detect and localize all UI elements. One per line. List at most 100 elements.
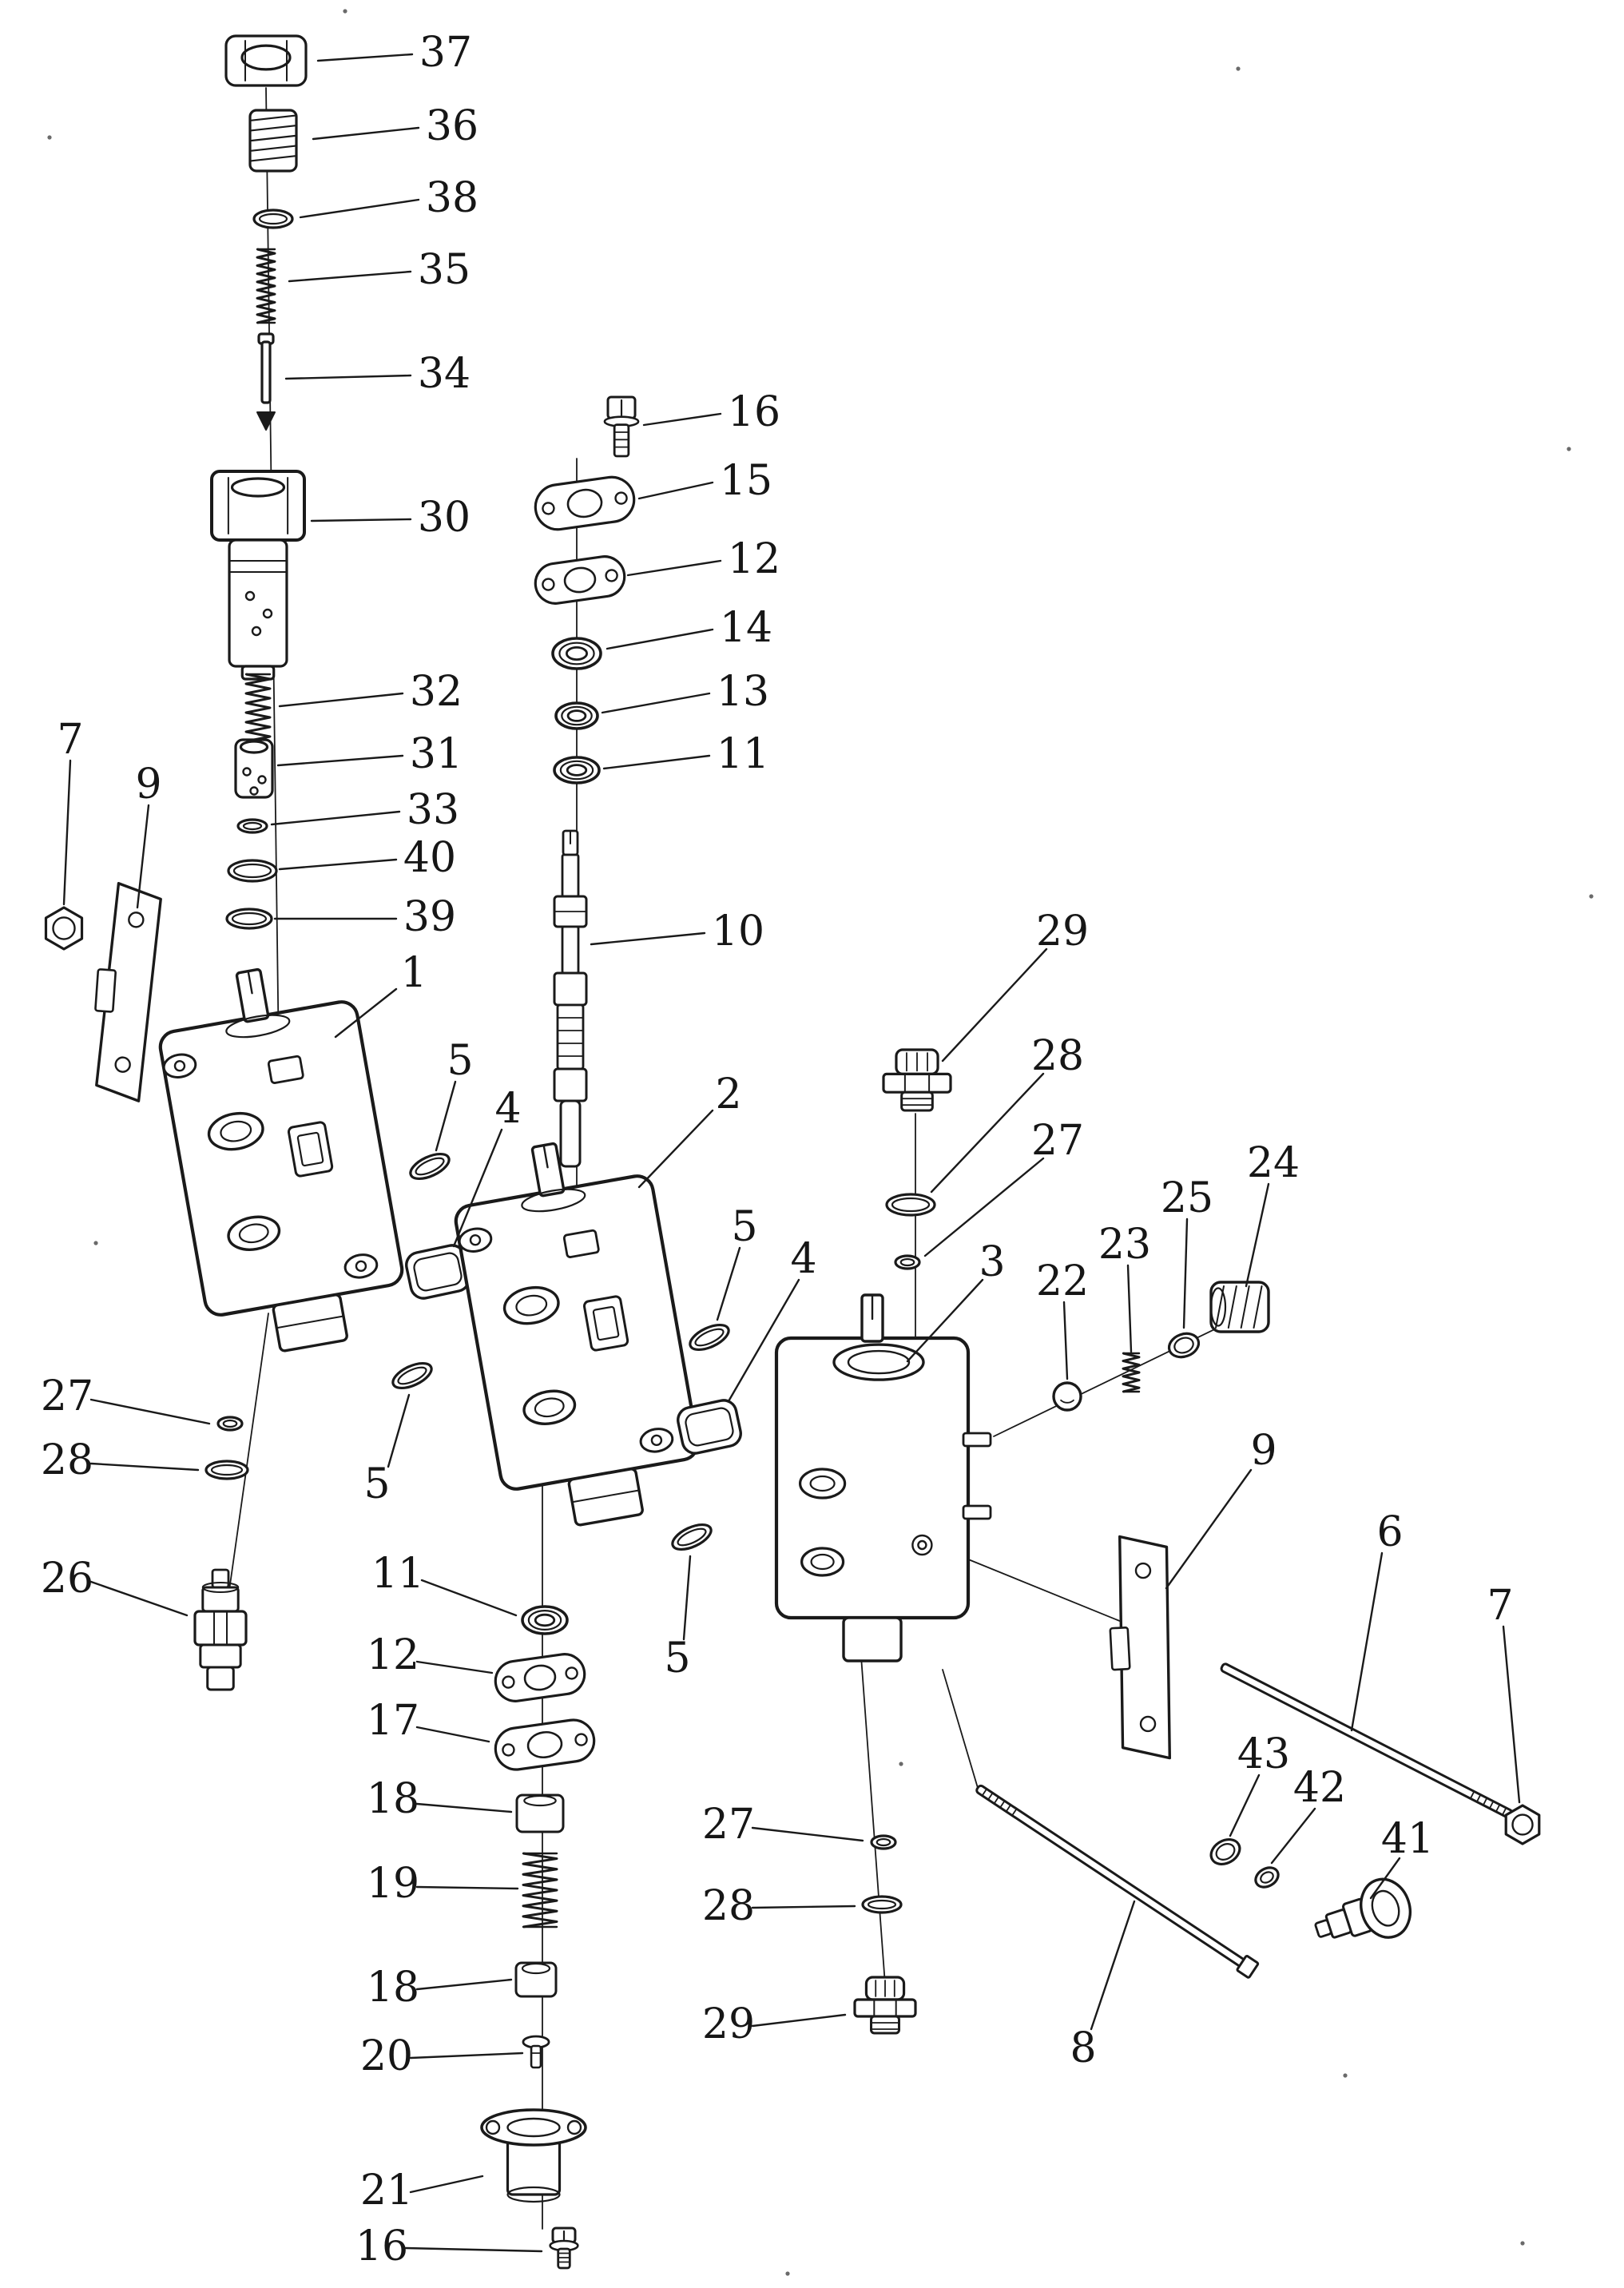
callout-leader-5-26 bbox=[387, 1393, 411, 1468]
ball-22 bbox=[1052, 1381, 1082, 1412]
rod-8 bbox=[975, 1784, 1260, 1979]
seal-4-b bbox=[677, 1399, 742, 1455]
parts-layer bbox=[44, 34, 1541, 2270]
plate-17 bbox=[494, 1718, 596, 1771]
part-number-label: 28 bbox=[41, 1436, 93, 1484]
part-number-label: 32 bbox=[410, 668, 463, 716]
callout-leader-5-24 bbox=[716, 1246, 741, 1321]
part-number-label: 7 bbox=[57, 716, 83, 764]
valve-body-1 bbox=[158, 967, 404, 1353]
part-number-label: 41 bbox=[1381, 1815, 1434, 1863]
callout-leader-13-18 bbox=[601, 692, 711, 714]
callout-leader-25-34 bbox=[1182, 1217, 1189, 1329]
part-number-label: 35 bbox=[418, 246, 471, 294]
callout-leader-27-39 bbox=[89, 1398, 211, 1425]
part-number-label: 2 bbox=[715, 1071, 741, 1118]
part-number-label: 43 bbox=[1237, 1730, 1290, 1778]
callout-leader-3-31 bbox=[906, 1278, 984, 1363]
callout-leader-11-42 bbox=[420, 1579, 518, 1617]
part-number-label: 24 bbox=[1247, 1139, 1300, 1187]
callout-leader-41-57 bbox=[1369, 1857, 1401, 1900]
bracket-9-right bbox=[1109, 1535, 1171, 1760]
callout-leader-26-41 bbox=[89, 1580, 189, 1617]
callout-leader-4-25 bbox=[727, 1278, 800, 1403]
oring-28-left bbox=[204, 1460, 249, 1480]
callout-leader-5-21 bbox=[435, 1080, 457, 1152]
part-number-label: 25 bbox=[1161, 1174, 1213, 1222]
callout-leader-43-55 bbox=[1229, 1774, 1261, 1837]
oring-27-bot bbox=[870, 1834, 897, 1850]
callout-leader-12-43 bbox=[415, 1660, 494, 1674]
part-number-label: 18 bbox=[367, 1964, 419, 2012]
callout-leader-19-46 bbox=[415, 1885, 519, 1890]
part-number-label: 4 bbox=[790, 1235, 816, 1283]
bolt-16-top bbox=[603, 395, 640, 458]
seal-14 bbox=[551, 637, 602, 670]
valve-26 bbox=[193, 1568, 248, 1691]
oring-40 bbox=[227, 859, 278, 883]
oring-28-a bbox=[885, 1193, 936, 1217]
seal-11-low bbox=[521, 1605, 569, 1635]
photocopy-speck bbox=[93, 1241, 98, 1245]
callout-leader-33-8 bbox=[270, 810, 401, 826]
part-number-label: 27 bbox=[41, 1372, 93, 1420]
photocopy-speck bbox=[343, 9, 347, 14]
oring-5-d bbox=[671, 1523, 713, 1551]
part-number-label: 38 bbox=[426, 174, 478, 222]
part-number-label: 17 bbox=[367, 1697, 419, 1745]
callout-leader-30-5 bbox=[310, 518, 412, 522]
part-number-label: 12 bbox=[728, 535, 780, 583]
part-number-label: 6 bbox=[1376, 1508, 1403, 1556]
photocopy-speck bbox=[899, 1762, 903, 1766]
callout-leader-2-23 bbox=[637, 1109, 714, 1189]
valve-body-3 bbox=[774, 1293, 992, 1662]
valve-body-2 bbox=[454, 1142, 700, 1527]
plate-12-top bbox=[534, 555, 626, 605]
callout-leader-6-37 bbox=[1350, 1551, 1384, 1732]
part-number-label: 33 bbox=[407, 786, 459, 834]
spring-23 bbox=[1122, 1352, 1141, 1393]
part-number-label: 23 bbox=[1098, 1221, 1151, 1269]
callout-leader-20-48 bbox=[409, 2052, 524, 2060]
callout-leader-7-11 bbox=[62, 759, 72, 906]
ring-13 bbox=[554, 701, 599, 730]
ring-11-top bbox=[553, 756, 601, 785]
callout-leader-9-36 bbox=[1165, 1468, 1253, 1590]
part-number-label: 30 bbox=[418, 494, 471, 542]
bolt-16-low bbox=[549, 2226, 579, 2270]
callout-leader-9-12 bbox=[136, 804, 150, 909]
callout-leader-24-35 bbox=[1245, 1182, 1270, 1288]
part-number-label: 8 bbox=[1070, 2024, 1096, 2072]
photocopy-speck bbox=[1589, 894, 1594, 899]
part-number-label: 20 bbox=[360, 2032, 413, 2080]
callout-leader-28-40 bbox=[89, 1462, 200, 1472]
plug-29-top bbox=[882, 1048, 952, 1112]
pin-34 bbox=[256, 332, 276, 431]
callout-leader-16-14 bbox=[642, 412, 722, 427]
part-number-label: 12 bbox=[367, 1631, 419, 1679]
oring-27-left bbox=[216, 1416, 244, 1432]
photocopy-speck bbox=[1520, 2241, 1525, 2246]
callout-leader-7-38 bbox=[1502, 1625, 1521, 1804]
callout-leader-22-32 bbox=[1062, 1301, 1069, 1380]
part-number-label: 5 bbox=[363, 1460, 390, 1508]
part-number-label: 5 bbox=[664, 1635, 690, 1682]
part-number-label: 4 bbox=[494, 1085, 521, 1133]
part-number-label: 15 bbox=[720, 457, 772, 505]
cartridge-30 bbox=[210, 470, 306, 681]
nut-7-left bbox=[44, 906, 84, 951]
part-number-label: 9 bbox=[1250, 1427, 1277, 1475]
part-number-label: 13 bbox=[717, 668, 769, 716]
callout-leader-17-44 bbox=[415, 1726, 490, 1743]
callout-leader-40-9 bbox=[278, 858, 398, 871]
callout-leader-31-7 bbox=[276, 754, 404, 767]
spool-10 bbox=[553, 829, 588, 1168]
cup-18-b bbox=[514, 1961, 558, 1998]
callout-leader-8-54 bbox=[1090, 1900, 1136, 2031]
part-number-label: 19 bbox=[367, 1860, 419, 1908]
callout-leader-16-50 bbox=[404, 2246, 543, 2253]
cover-21 bbox=[480, 2108, 587, 2203]
callout-leader-27-51 bbox=[751, 1826, 864, 1842]
callout-leader-14-17 bbox=[606, 628, 714, 650]
callout-leader-4-22 bbox=[452, 1128, 503, 1248]
